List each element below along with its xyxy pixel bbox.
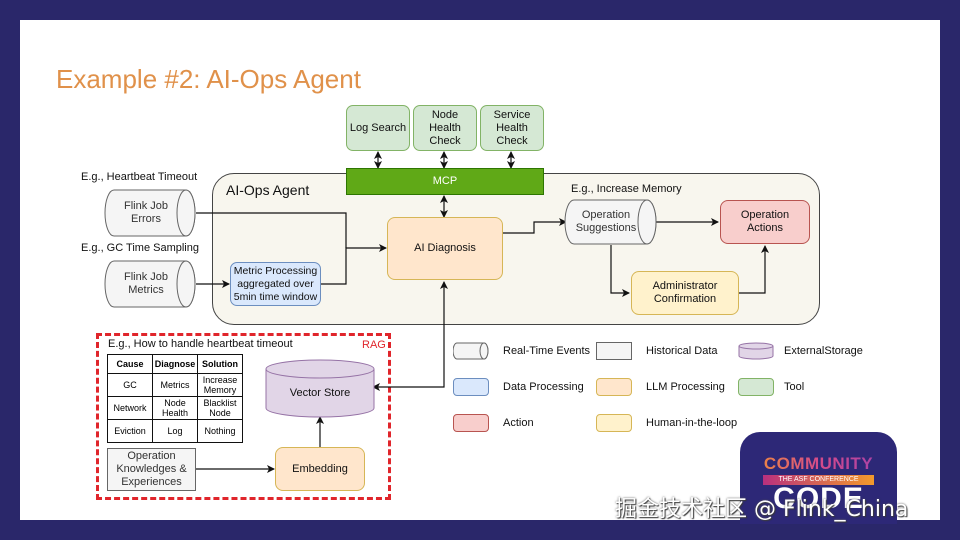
table-cell: Increase Memory [197, 373, 243, 397]
table-cell: Metrics [152, 373, 198, 397]
legend-label: Action [503, 417, 534, 429]
legend-human-in-the-loop: Human-in-the-loop [596, 414, 737, 432]
table-cell: Eviction [107, 419, 153, 443]
operation-actions-label: Operation Actions [740, 209, 790, 234]
ai-diagnosis-box: AI Diagnosis [387, 217, 503, 280]
legend-label: Real-Time Events [503, 345, 591, 357]
rag-tag: RAG [362, 339, 386, 351]
table-row: Eviction Log Nothing [107, 419, 243, 443]
table-row: Network Node Health Blacklist Node [107, 396, 243, 420]
rag-container [96, 333, 391, 500]
table-cell: Log [152, 419, 198, 443]
table-cell: Nothing [197, 419, 243, 443]
vector-store-label: Vector Store [289, 386, 351, 399]
community-over-code-logo: COMMUNITY THE ASF CONFERENCE CODE [740, 432, 897, 524]
agent-title: AI-Ops Agent [226, 182, 310, 198]
tool-service-health-check: Service Health Check [480, 105, 544, 151]
header-diagnose: Diagnose [152, 354, 198, 374]
mcp-bar: MCP [346, 168, 544, 195]
suggestions-example: E.g., Increase Memory [571, 183, 682, 195]
watermark: 掘金技术社区 @ Flink_China [615, 497, 909, 522]
legend-swatch-cylinder [738, 342, 774, 360]
legend-historical-data: Historical Data [596, 342, 718, 360]
legend-label: Human-in-the-loop [646, 417, 738, 429]
tool-log-search: Log Search [346, 105, 410, 151]
metric-processing-label: Metric Processing aggregated over 5min t… [233, 264, 318, 303]
knowledge-table: Cause Diagnose Solution GC Metrics Incre… [107, 354, 243, 443]
legend-swatch-rect [596, 342, 632, 360]
table-cell: Blacklist Node [197, 396, 243, 420]
table-cell: GC [107, 373, 153, 397]
legend-external-storage: ExternalStorage [738, 342, 863, 360]
table-row: GC Metrics Increase Memory [107, 373, 243, 397]
legend-swatch-rounded [596, 414, 632, 432]
legend-label: Data Processing [503, 381, 584, 393]
legend-real-time-events: Real-Time Events [453, 342, 590, 360]
metric-processing-box: Metric Processing aggregated over 5min t… [230, 262, 321, 306]
logo-subtitle: THE ASF CONFERENCE [763, 475, 874, 485]
mcp-label: MCP [432, 175, 458, 187]
table-cell: Network [107, 396, 153, 420]
header-solution: Solution [197, 354, 243, 374]
administrator-confirmation-label: Administrator Confirmation [652, 280, 718, 305]
input-example-metrics: E.g., GC Time Sampling [81, 242, 199, 254]
legend-swatch-rounded [453, 414, 489, 432]
legend-label: Historical Data [646, 345, 718, 357]
logo-community-text: COMMUNITY [740, 454, 897, 474]
flink-job-errors-label: Flink Job Errors [123, 200, 169, 225]
legend-swatch-rounded [596, 378, 632, 396]
administrator-confirmation-box: Administrator Confirmation [631, 271, 739, 315]
legend-data-processing: Data Processing [453, 378, 584, 396]
table-cell: Node Health [152, 396, 198, 420]
header-cause: Cause [107, 354, 153, 374]
rag-example: E.g., How to handle heartbeat timeout [108, 338, 293, 350]
input-example-errors: E.g., Heartbeat Timeout [81, 171, 198, 183]
legend-swatch-rounded [453, 378, 489, 396]
tool-node-health-check: Node Health Check [413, 105, 477, 151]
tool-service-health-label: Service Health Check [493, 108, 531, 147]
flink-job-metrics-label: Flink Job Metrics [123, 271, 169, 296]
legend-tool: Tool [738, 378, 804, 396]
knowledge-table-header: Cause Diagnose Solution [107, 354, 243, 374]
legend-label: Tool [784, 381, 805, 393]
embedding-box: Embedding [275, 447, 365, 491]
legend-swatch-cylinder-horizontal [453, 342, 489, 360]
operation-suggestions-label: Operation Suggestions [575, 209, 637, 234]
slide-title: Example #2: AI-Ops Agent [56, 64, 361, 94]
operation-actions-box: Operation Actions [720, 200, 810, 244]
operation-knowledge-label: Operation Knowledges & Experiences [116, 450, 187, 488]
legend-label: LLM Processing [646, 381, 725, 393]
operation-knowledge-box: Operation Knowledges & Experiences [107, 448, 196, 491]
legend-llm-processing: LLM Processing [596, 378, 725, 396]
ai-diagnosis-label: AI Diagnosis [414, 242, 476, 254]
logo-code-text: CODE [773, 482, 864, 515]
legend-swatch-rounded [738, 378, 774, 396]
legend-label: ExternalStorage [784, 345, 863, 357]
tool-node-health-label: Node Health Check [429, 108, 461, 147]
legend-action: Action [453, 414, 534, 432]
tool-log-search-label: Log Search [349, 121, 407, 134]
embedding-label: Embedding [292, 462, 348, 475]
